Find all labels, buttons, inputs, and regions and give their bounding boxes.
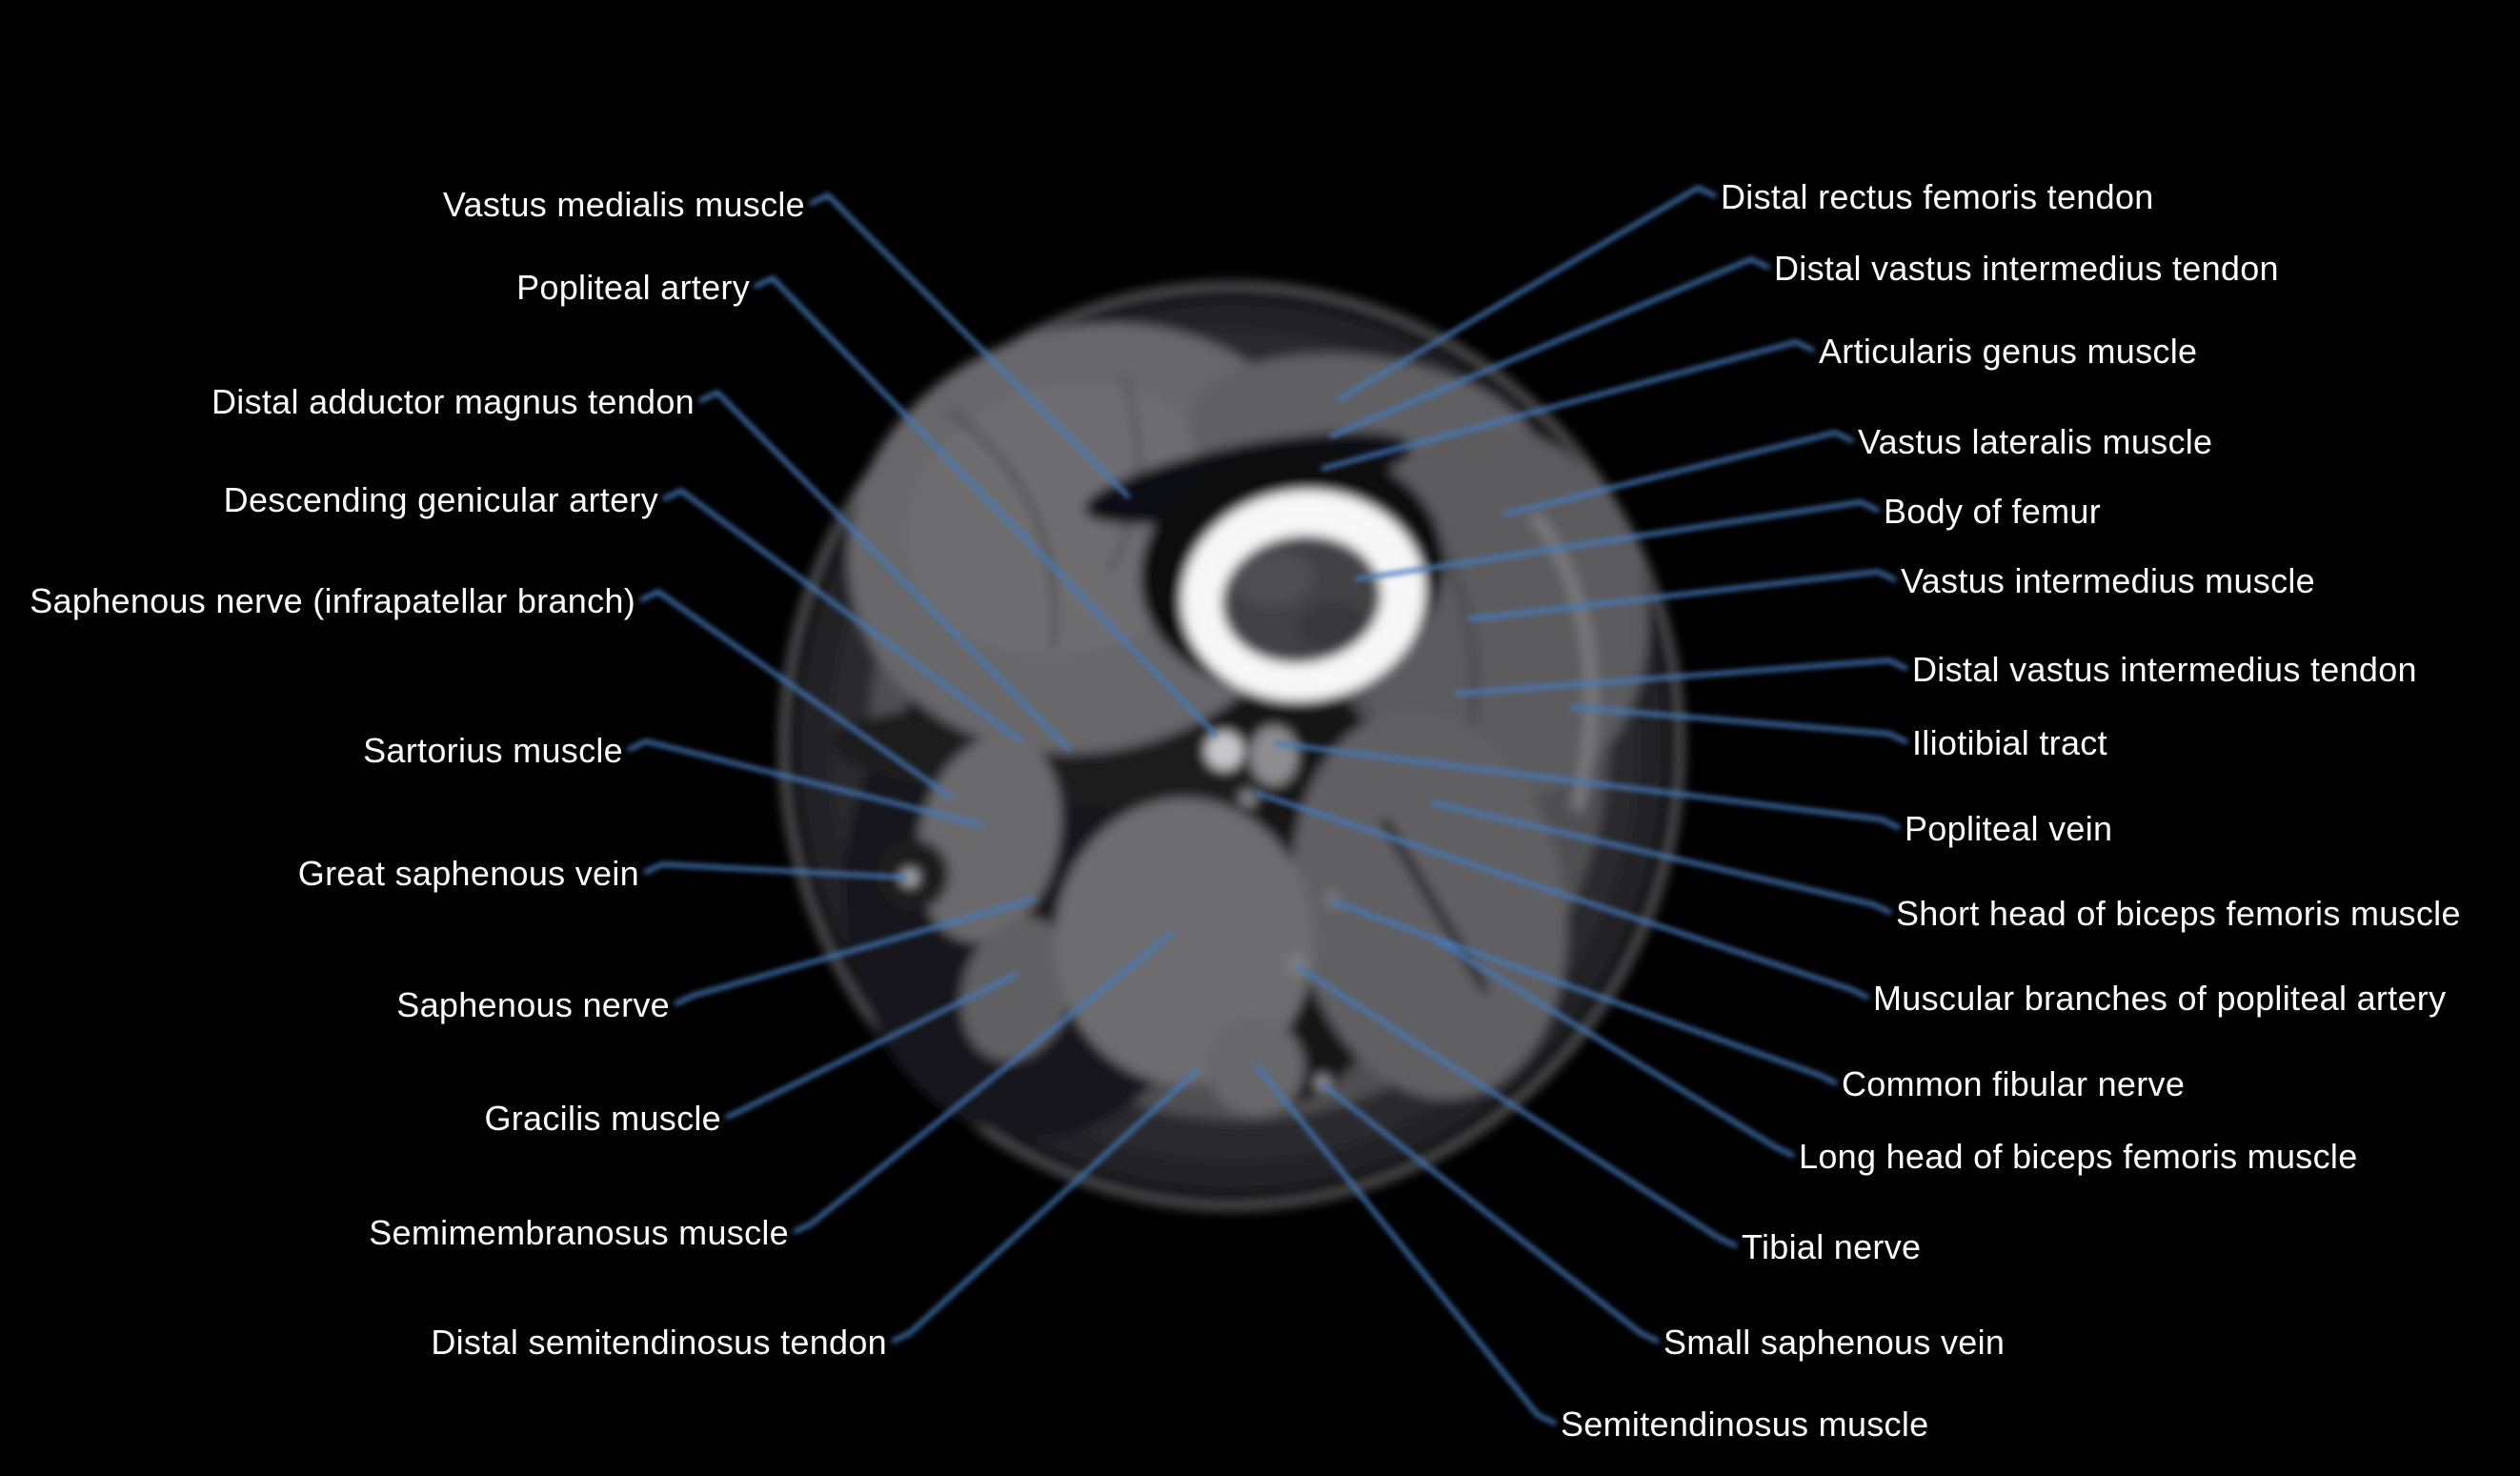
leader-line-distal-rectus-femoris-tendon (1336, 185, 1717, 402)
leader-line-tibial-nerve (1295, 964, 1738, 1249)
leader-line-long-head-of-biceps-femoris-muscle (1432, 937, 1795, 1159)
semimembranosus-region (1055, 799, 1314, 1084)
leader-line-semitendinosus-muscle (1254, 1062, 1557, 1426)
great-saphenous-vein-dot (901, 869, 918, 886)
leader-line-vastus-medialis-muscle (809, 192, 1131, 499)
leader-line-muscular-branches-of-popliteal-artery (1255, 790, 1869, 1001)
biceps-femoris-region (1291, 711, 1567, 1100)
leader-line-vastus-intermedius-muscle (1466, 569, 1897, 622)
leader-line-distal-vastus-intermedius-tendon (1329, 256, 1770, 439)
leader-line-descending-genicular-artery (662, 488, 1023, 743)
leader-line-iliotibial-tract (1569, 704, 1908, 745)
leader-lines-layer (627, 185, 1908, 1426)
popliteal-vein-dot (1250, 726, 1298, 785)
leader-line-articularis-genus-muscle (1320, 339, 1815, 472)
leader-line-distal-adductor-magnus-tendon (698, 390, 1071, 751)
leader-line-vastus-lateralis-muscle (1502, 430, 1854, 517)
leader-line-common-fibular-nerve (1331, 899, 1838, 1086)
leader-line-body-of-femur (1354, 499, 1880, 582)
leader-line-sartorius-muscle (627, 738, 984, 828)
femur-marrow-light-patch (1237, 552, 1313, 607)
leader-line-popliteal-vein (1274, 740, 1901, 831)
ct-axial-thigh-image (779, 282, 1684, 1210)
sartorius-region (917, 735, 1061, 942)
leader-line-small-saphenous-vein (1320, 1082, 1660, 1345)
muscular-branch-dot (1240, 790, 1257, 807)
gracilis-region (960, 917, 1075, 1062)
leader-line-short-head-of-biceps-femoris-muscle (1430, 799, 1892, 916)
leader-line-saphenous-nerve (674, 896, 1038, 1007)
leader-line-distal-vastus-intermedius-tendon (1455, 657, 1908, 697)
iliotibial-tract-band (1528, 511, 1598, 812)
leader-line-semimembranosus-muscle (793, 930, 1176, 1235)
leader-line-distal-semitendinosus-tendon (891, 1067, 1200, 1345)
femur-marrow-dark-patch (1298, 601, 1366, 649)
vm-fascia-line (946, 407, 1058, 649)
leader-line-popliteal-artery (754, 275, 1219, 738)
leader-line-great-saphenous-vein (643, 861, 908, 880)
popliteal-artery-dot (1205, 732, 1243, 770)
leader-line-gracilis-muscle (725, 971, 1018, 1121)
leader-line-saphenous-nerve-infrapatellar-branch (639, 589, 955, 800)
